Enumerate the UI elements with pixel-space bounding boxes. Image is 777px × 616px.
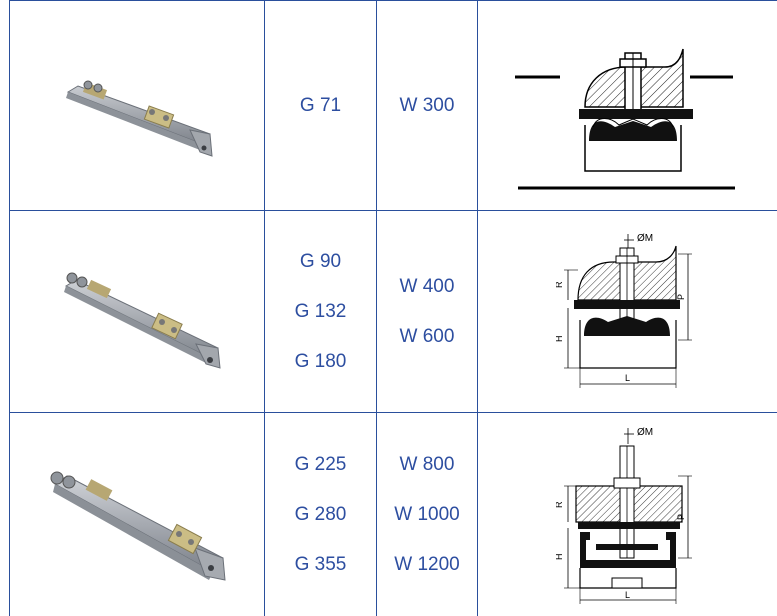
gland-rail-photo-short-icon — [66, 80, 213, 157]
g-code-cell: G 90 G 132 G 180 — [265, 211, 376, 412]
l-label: L — [625, 590, 630, 600]
g-code: G 225 — [294, 453, 347, 475]
column-divider — [477, 0, 478, 616]
g-code-cell: G 71 — [265, 1, 376, 210]
w-code: W 1200 — [394, 553, 460, 575]
gland-rail-photo-medium-icon — [64, 272, 221, 369]
r-label: R — [556, 501, 564, 508]
r-label: R — [556, 281, 564, 288]
column-divider — [376, 0, 377, 616]
g-code: G 90 — [299, 250, 342, 272]
diameter-label: ØM — [637, 427, 653, 438]
w-code-cell: W 800 W 1000 W 1200 — [377, 413, 477, 616]
diameter-label: ØM — [637, 233, 653, 244]
w-code: W 1000 — [394, 503, 460, 525]
g-code: G 355 — [294, 553, 347, 575]
row-divider — [9, 412, 777, 413]
h-label: H — [556, 554, 564, 561]
table-border-top — [9, 0, 777, 1]
p-label: P — [676, 514, 686, 520]
g-code-cell: G 225 G 280 G 355 — [265, 413, 376, 616]
w-code-cell: W 300 — [377, 1, 477, 210]
g-code: G 132 — [294, 300, 347, 322]
p-label: P — [676, 294, 686, 300]
w-code: W 800 — [399, 453, 455, 475]
column-divider — [264, 0, 265, 616]
w-code-cell: W 400 W 600 — [377, 211, 477, 412]
w-code: W 400 — [399, 275, 455, 297]
row-divider — [9, 210, 777, 211]
g-code: G 71 — [299, 94, 342, 116]
w-code: W 600 — [399, 325, 455, 347]
g-code: G 180 — [294, 350, 347, 372]
clamp-section-drawing-icon — [515, 48, 735, 190]
clamp-channel-dimension-drawing-icon: ØM R H P L — [556, 427, 692, 604]
table-border-left — [9, 0, 10, 616]
clamp-dimension-drawing-icon: ØM R H P L — [556, 233, 692, 388]
g-code: G 280 — [294, 503, 347, 525]
gland-rail-photo-long-icon — [50, 471, 226, 581]
h-label: H — [556, 336, 564, 343]
l-label: L — [625, 373, 630, 383]
w-code: W 300 — [399, 94, 455, 116]
